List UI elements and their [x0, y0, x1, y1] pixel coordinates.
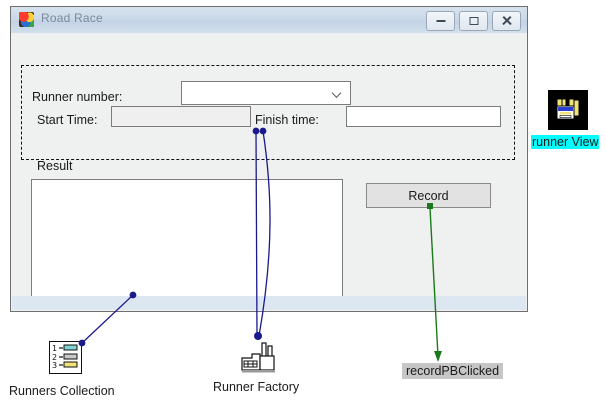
result-textarea[interactable]: [31, 179, 343, 303]
window-controls: [426, 11, 521, 31]
runner-number-label: Runner number:: [32, 90, 123, 104]
minimize-button[interactable]: [426, 11, 455, 31]
svg-text:2: 2: [52, 353, 57, 362]
record-button[interactable]: Record: [366, 183, 491, 208]
result-label: Result: [37, 159, 73, 173]
chevron-down-icon: [333, 89, 342, 98]
close-button[interactable]: [492, 11, 521, 31]
record-handler-label: recordPBClicked: [402, 363, 504, 379]
finish-time-label: Finish time:: [255, 113, 319, 127]
runners-collection-icon[interactable]: 1 2 3: [49, 341, 82, 374]
start-time-input[interactable]: [111, 106, 251, 127]
start-time-label: Start Time:: [37, 113, 98, 127]
finish-time-input[interactable]: [346, 106, 501, 127]
minimize-icon: [436, 20, 445, 22]
window-title: Road Race: [41, 11, 103, 25]
restore-icon: [469, 17, 478, 25]
window-titlebar[interactable]: Road Race: [11, 7, 527, 34]
balloon-icon: [19, 12, 34, 27]
runners-collection-label: Runners Collection: [9, 384, 115, 398]
svg-text:3: 3: [52, 361, 57, 370]
runner-view-icon-tile[interactable]: [548, 90, 588, 130]
numbered-list-icon: 1 2 3: [52, 344, 78, 370]
save-disk-icon: [556, 98, 580, 120]
svg-text:1: 1: [52, 344, 57, 353]
restore-button[interactable]: [459, 11, 488, 31]
runner-factory-label: Runner Factory: [213, 380, 300, 394]
road-race-window: Road Race Runner number: Start Time:: [10, 6, 528, 312]
runner-factory-icon[interactable]: [238, 340, 280, 374]
runner-number-select[interactable]: [181, 81, 351, 105]
window-client-area: Runner number: Start Time: Finish time: …: [11, 33, 527, 311]
runner-view-label: runner View: [531, 135, 600, 149]
close-icon: [501, 16, 512, 27]
window-statusbar: [12, 296, 526, 310]
